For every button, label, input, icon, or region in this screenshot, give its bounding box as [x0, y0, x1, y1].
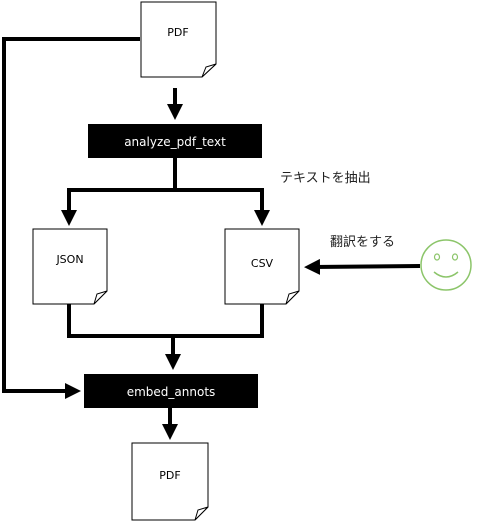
analyze-process-box: analyze_pdf_text: [88, 124, 262, 158]
embed-process-label: embed_annots: [127, 385, 216, 399]
translate-note: 翻訳をする: [330, 235, 395, 250]
arrow-analyze-to-csv: [175, 188, 270, 226]
pdf-input-label: PDF: [167, 26, 188, 39]
json-document: JSON: [32, 228, 108, 305]
arrow-pdf-bypass-to-embed: [2, 37, 140, 399]
pdf-output-document: PDF: [131, 442, 209, 521]
analyze-process-label: analyze_pdf_text: [124, 135, 226, 149]
csv-document-label: CSV: [251, 257, 274, 270]
arrow-translator-to-csv: [304, 258, 421, 275]
pdf-input-document: PDF: [140, 1, 217, 78]
arrow-json-to-embed: [67, 304, 264, 338]
json-document-label: JSON: [55, 253, 83, 266]
smiley-face-icon: [420, 239, 472, 291]
connectors: [2, 37, 421, 440]
pdf-output-label: PDF: [159, 469, 180, 482]
embed-process-box: embed_annots: [84, 374, 258, 408]
csv-document: CSV: [224, 228, 300, 305]
arrow-analyze-to-json: [61, 158, 177, 226]
extract-text-note: テキストを抽出: [280, 171, 371, 186]
